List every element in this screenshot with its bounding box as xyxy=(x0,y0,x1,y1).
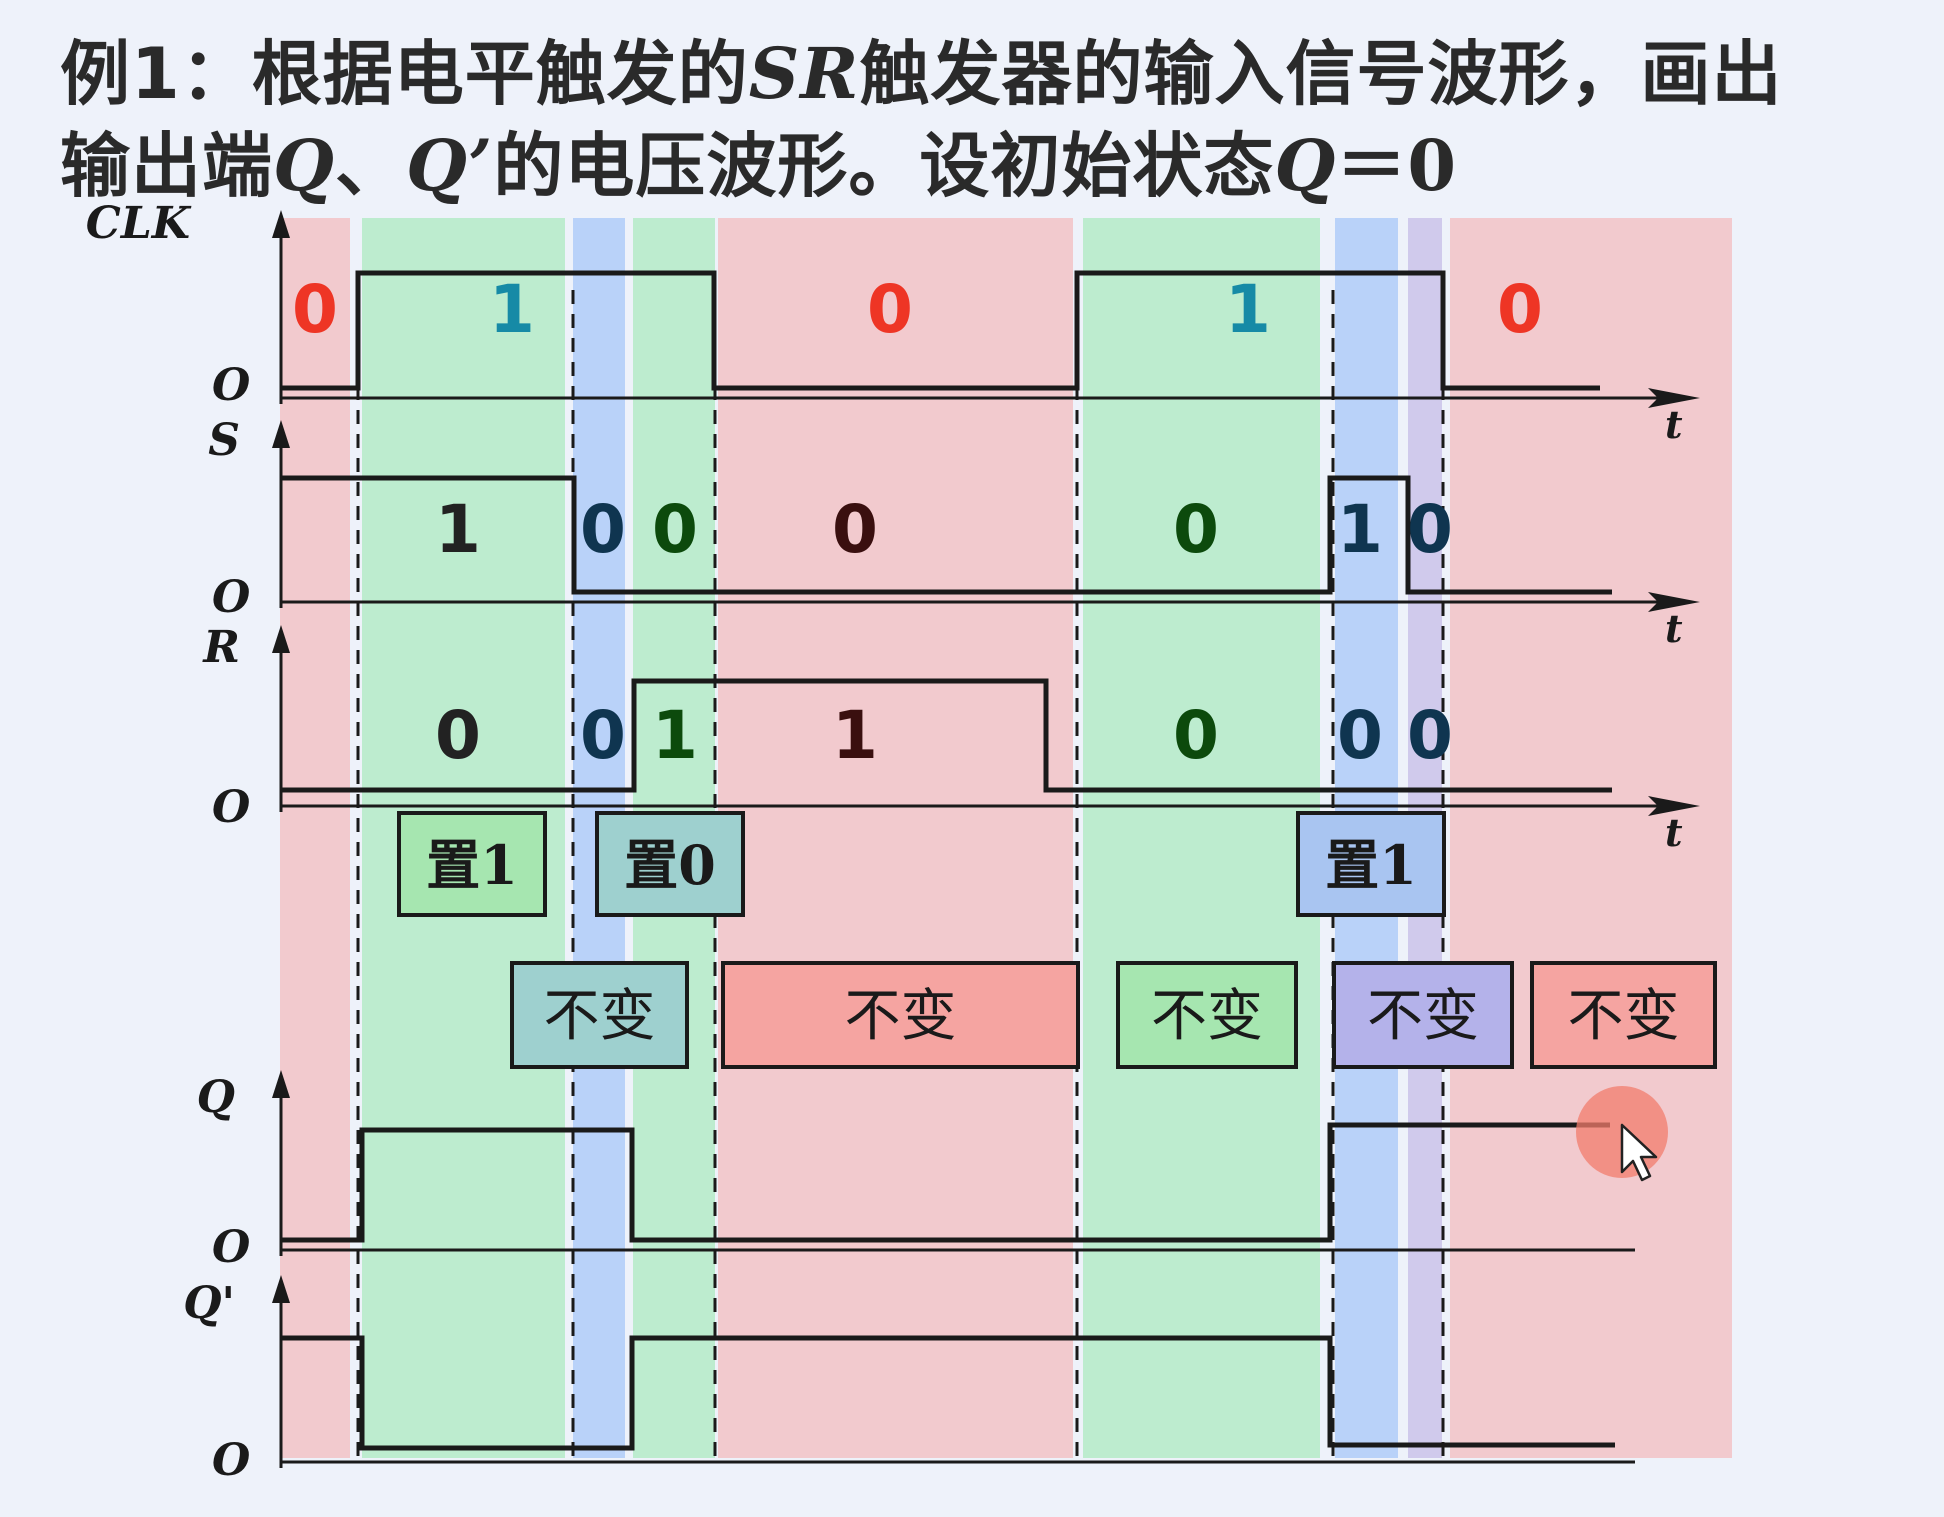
title-suffix-1: 触发器的输入信号波形，画出 xyxy=(859,33,1783,115)
origin-label-5: O xyxy=(212,1435,250,1486)
title-line-1: 例1：根据电平触发的SR触发器的输入信号波形，画出 xyxy=(60,18,1782,119)
signal-label-3: R xyxy=(201,622,240,673)
q-bar-waveform xyxy=(281,1335,1615,1451)
clk-value-4: 1 xyxy=(1225,271,1271,348)
hold-box-3-label: 不变 xyxy=(1151,984,1263,1049)
s-value-1: 1 xyxy=(435,491,481,568)
set-1-box-2-frame xyxy=(1296,811,1446,917)
y-axis-arrow-3 xyxy=(272,625,290,653)
title-prefix-2: 输出端 xyxy=(60,125,273,207)
r-value-5: 0 xyxy=(1173,697,1219,774)
set-1-box: 置1 xyxy=(397,811,547,917)
hold-box-4-label: 不变 xyxy=(1367,984,1479,1049)
s-value-4: 0 xyxy=(832,491,878,568)
hold-box-1: 不变 xyxy=(510,961,689,1069)
s-value-3: 0 xyxy=(652,491,698,568)
set-1-box-2-label: 置1 xyxy=(1325,833,1417,897)
time-axis-arrow-3 xyxy=(1648,796,1700,816)
y-axis-arrow-2 xyxy=(272,420,290,448)
time-band-6 xyxy=(1083,218,1320,1458)
clk-value-5: 0 xyxy=(1497,271,1543,348)
s-waveform xyxy=(281,475,1612,595)
title-prefix-1: 例1：根据电平触发的 xyxy=(60,33,749,115)
hold-box-3: 不变 xyxy=(1116,961,1298,1069)
hold-box-3-frame xyxy=(1116,961,1298,1069)
title-separator: 、 xyxy=(334,125,406,207)
time-label-1: t xyxy=(1665,402,1683,447)
hold-box-5-label: 不变 xyxy=(1568,984,1680,1049)
s-value-2: 0 xyxy=(580,491,626,568)
signal-label-1: CLK xyxy=(86,198,192,249)
time-axis-arrow-1 xyxy=(1648,388,1700,408)
set-1-box-frame xyxy=(397,811,547,917)
set-1-box-2: 置1 xyxy=(1296,811,1446,917)
hold-box-1-frame xyxy=(510,961,689,1069)
y-axis-arrow-4 xyxy=(272,1070,290,1098)
r-value-3: 1 xyxy=(652,697,698,774)
r-value-4: 1 xyxy=(832,697,878,774)
title-line-2: 输出端Q、Q’的电压波形。设初始状态Q＝0 xyxy=(60,110,1457,211)
clk-value-3: 0 xyxy=(867,271,913,348)
signal-label-2: S xyxy=(208,415,240,466)
title-q-init: Q xyxy=(1274,124,1337,207)
hold-box-2: 不变 xyxy=(721,961,1080,1069)
signal-label-4: Q xyxy=(197,1072,235,1123)
clk-value-1: 0 xyxy=(292,271,338,348)
hold-box-5-frame xyxy=(1530,961,1717,1069)
s-value-7: 0 xyxy=(1407,491,1453,568)
hold-box-2-label: 不变 xyxy=(845,984,957,1049)
clk-value-2: 1 xyxy=(489,271,535,348)
title-sr: SR xyxy=(748,32,860,115)
reset-0-box-frame xyxy=(595,811,745,917)
time-band-9 xyxy=(1450,218,1732,1458)
hold-box-4: 不变 xyxy=(1332,961,1514,1069)
y-axis-arrow-1 xyxy=(272,210,290,238)
origin-label-4: O xyxy=(212,1222,250,1273)
reset-0-box-label: 置0 xyxy=(624,833,716,897)
hold-box-2-frame xyxy=(721,961,1080,1069)
s-value-6: 1 xyxy=(1337,491,1383,568)
s-value-5: 0 xyxy=(1173,491,1219,568)
cursor-arrow-icon xyxy=(1620,1123,1658,1182)
signal-label-5: Q' xyxy=(183,1278,235,1329)
pointer-cursor xyxy=(1576,1086,1668,1182)
q-waveform xyxy=(281,1122,1610,1243)
origin-label-3: O xyxy=(212,782,250,833)
time-label-2: t xyxy=(1665,606,1683,651)
origin-label-1: O xyxy=(212,360,250,411)
reset-0-box: 置0 xyxy=(595,811,745,917)
hold-box-4-frame xyxy=(1332,961,1514,1069)
r-value-1: 0 xyxy=(435,697,481,774)
time-band-1 xyxy=(280,218,350,1458)
title-equals-zero: ＝0 xyxy=(1336,124,1458,207)
title-q-bar: Q’ xyxy=(405,124,494,207)
r-value-6: 0 xyxy=(1337,697,1383,774)
time-axis-arrow-2 xyxy=(1648,592,1700,612)
origin-label-2: O xyxy=(212,572,250,623)
title-suffix-2: 的电压波形。设初始状态 xyxy=(493,125,1275,207)
r-value-7: 0 xyxy=(1407,697,1453,774)
set-1-box-label: 置1 xyxy=(426,833,518,897)
time-band-5 xyxy=(718,218,1073,1458)
title-q: Q xyxy=(273,124,335,207)
hold-box-5: 不变 xyxy=(1530,961,1717,1069)
time-label-3: t xyxy=(1665,810,1683,855)
r-waveform xyxy=(281,678,1612,793)
y-axis-arrow-5 xyxy=(272,1275,290,1303)
hold-box-1-label: 不变 xyxy=(544,984,656,1049)
r-value-2: 0 xyxy=(580,697,626,774)
clk-waveform xyxy=(281,270,1600,391)
